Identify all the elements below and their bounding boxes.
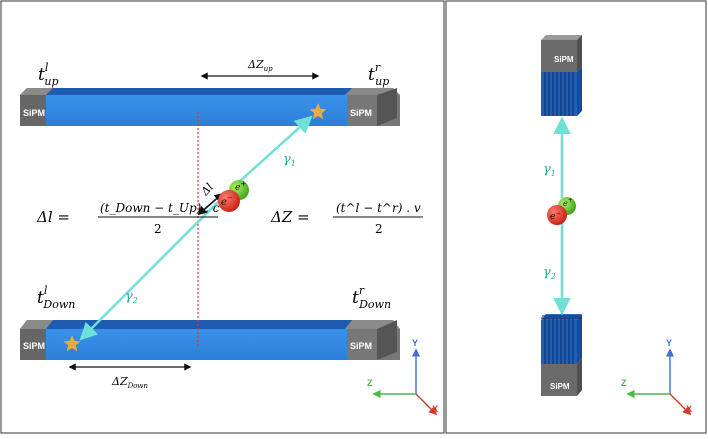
right-bottom-sipm [541, 364, 577, 396]
delta-l-arrow [197, 192, 224, 216]
formula-dl-numerator: (t_Down − t_Up) . c [100, 201, 220, 215]
formula-dl-denominator: 2 [154, 222, 162, 236]
sipm-top-left [20, 95, 46, 126]
photon-line-gamma1 [229, 115, 313, 191]
y-axis-label-right: Y [666, 338, 672, 348]
sipm-label-bottom-left: SiPM [23, 341, 45, 351]
right-gamma2-label: γ2 [543, 265, 556, 281]
formula-dz-denominator: 2 [375, 222, 383, 236]
delta-z-down-label: ΔZDown [111, 375, 148, 390]
right-axes-triad: Y Z X [621, 338, 692, 416]
formula-delta-l: Δl = (t_Down − t_Up) . c 2 [36, 201, 220, 236]
gamma2-label: γ2 [125, 289, 138, 305]
x-axis-label-left: X [432, 404, 438, 414]
y-axis-label-left: Y [412, 338, 418, 348]
right-top-detector [541, 35, 582, 116]
sipm-label-bottom-right: SiPM [350, 341, 372, 351]
right-bottom-sipm-label: SiPM [550, 382, 570, 391]
x-axis-label-right: X [686, 404, 692, 414]
gamma1-label: γ1 [283, 152, 296, 168]
right-electron-ball [547, 205, 567, 225]
right-bottom-detector [541, 314, 582, 396]
sipm-label-top-right: SiPM [350, 108, 372, 118]
right-gamma1-label: γ1 [543, 162, 556, 178]
electron-ball [218, 190, 240, 212]
interaction-star-bottom [63, 335, 81, 352]
right-top-sipm-label: SiPM [554, 55, 574, 64]
sipm-bottom-left [20, 329, 46, 360]
positron-label: e+ [235, 180, 246, 193]
z-axis-label-right: Z [621, 378, 627, 388]
delta-z-up-label: ΔZup [247, 58, 273, 73]
left-panel-frame [0, 0, 445, 434]
formula-dz-lhs: ΔZ = [270, 208, 310, 226]
z-axis-label-left: Z [367, 378, 373, 388]
top-scintillator-bar [20, 88, 400, 126]
sipm-label-top-left: SiPM [23, 108, 45, 118]
left-axes-triad: Y Z X [367, 338, 438, 416]
right-positron-label: e+ [563, 197, 573, 208]
formula-dl-lhs: Δl = [36, 208, 70, 226]
delta-l-label: Δl [198, 180, 216, 198]
x-axis-arrow-left [415, 393, 438, 416]
bottom-scintillator-bar [20, 320, 400, 360]
interaction-star-top [309, 103, 327, 120]
x-axis-arrow-right [669, 393, 692, 416]
electron-label: e− [221, 194, 233, 208]
right-electron-label: e− [550, 210, 560, 222]
right-panel-frame [445, 0, 707, 434]
formula-dz-numerator: (t^l − t^r) . v [336, 201, 421, 215]
right-top-sipm [541, 40, 577, 72]
formula-delta-z: ΔZ = (t^l − t^r) . v 2 [270, 201, 423, 236]
